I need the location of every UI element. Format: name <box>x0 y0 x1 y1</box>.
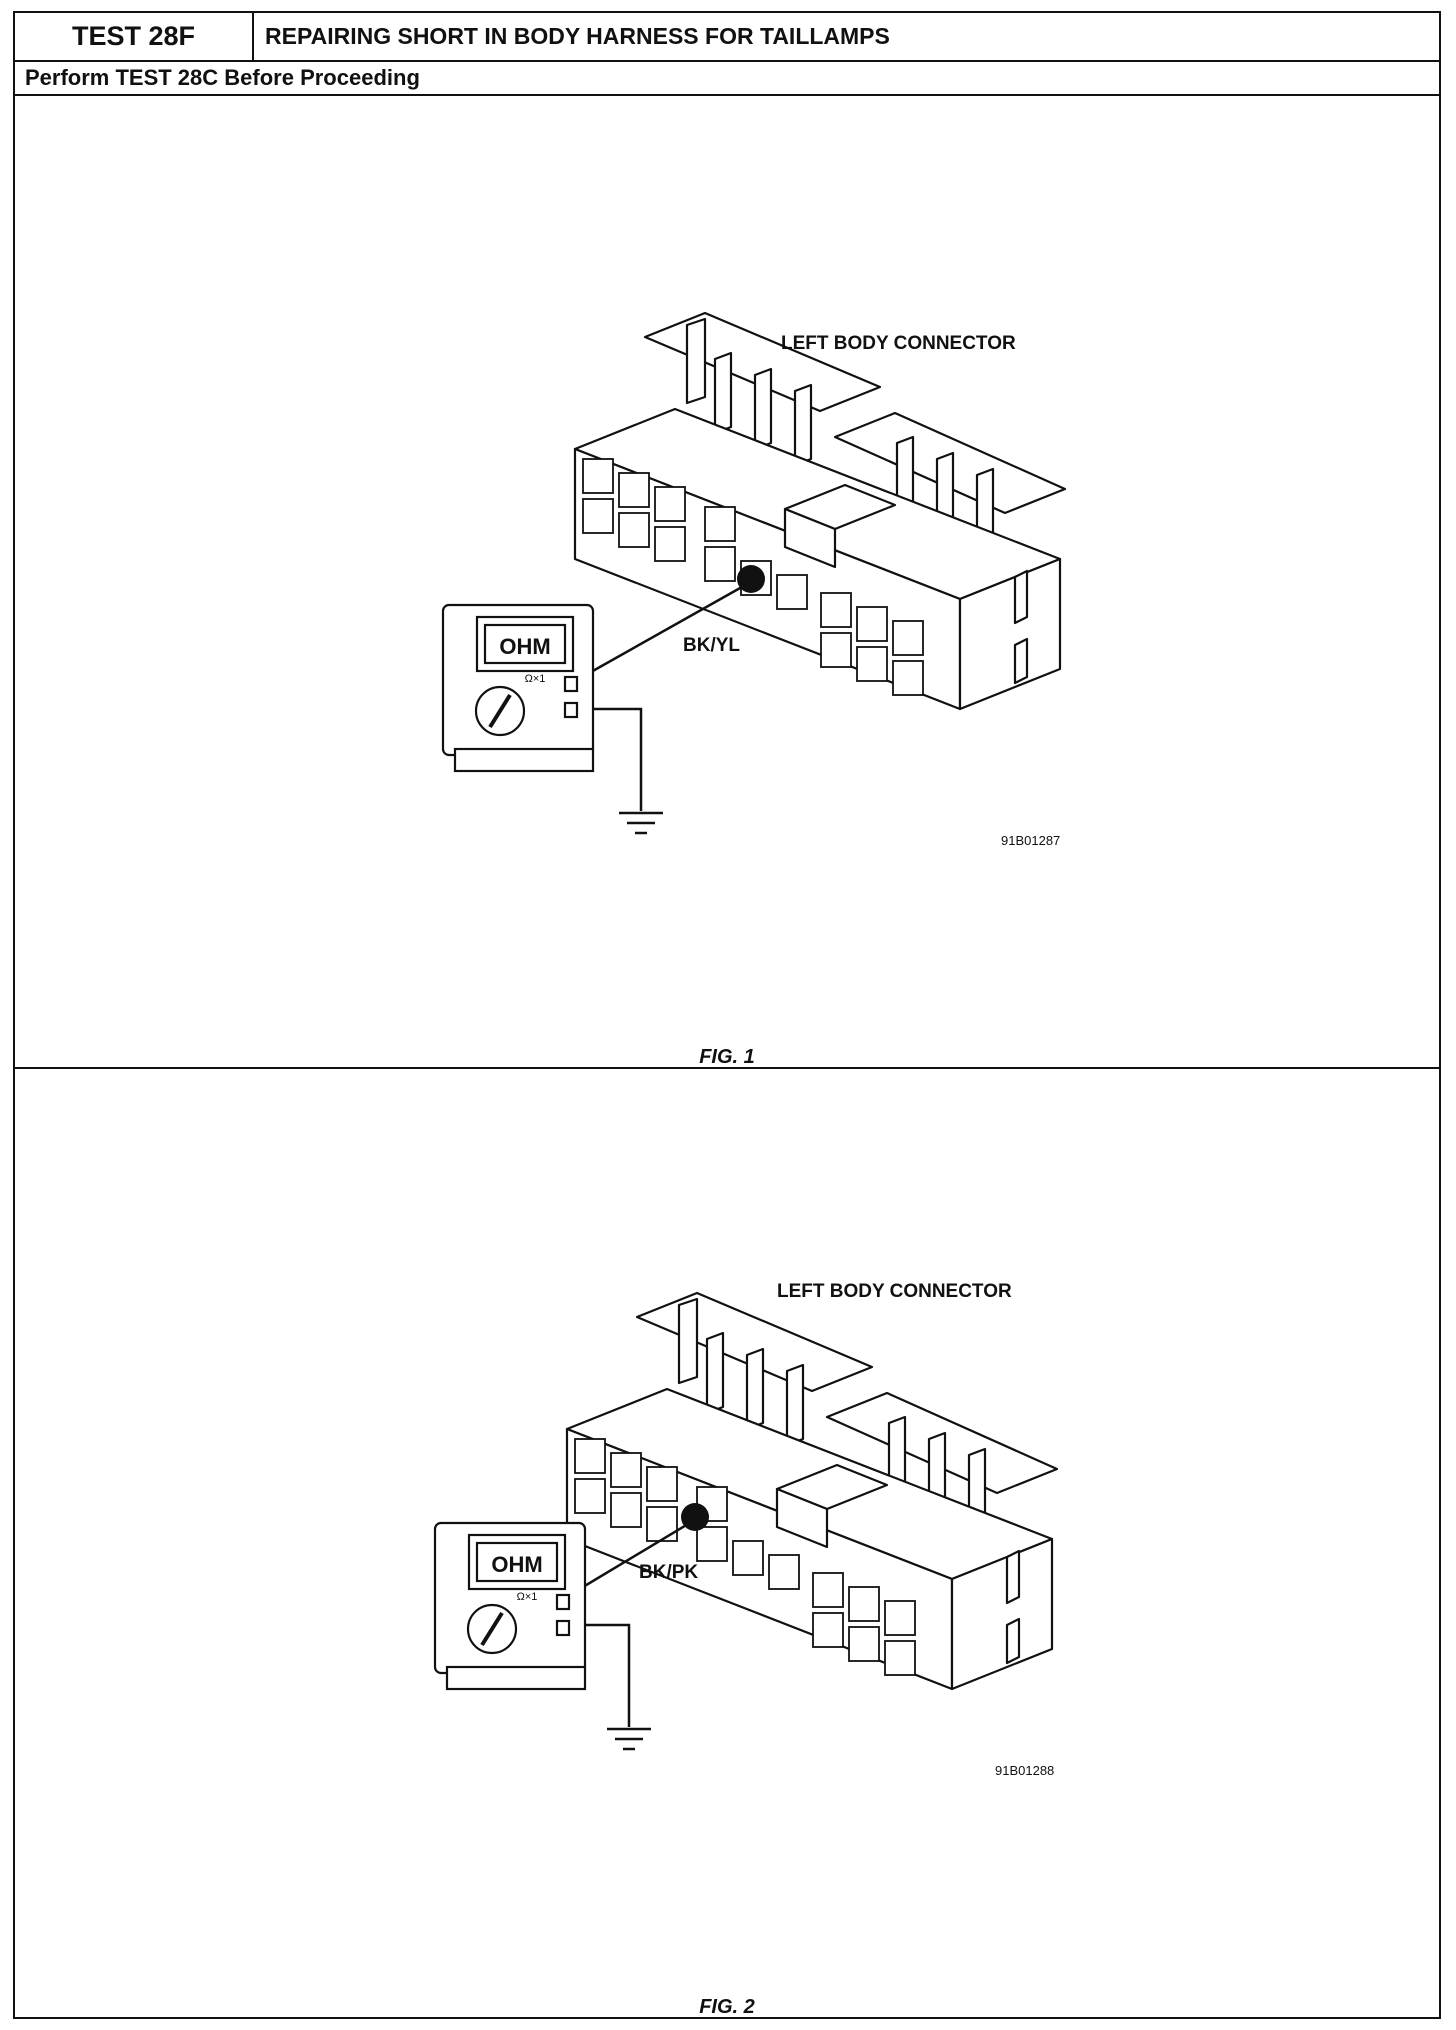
figure-ref-code: 91B01287 <box>1001 833 1060 848</box>
ground-lead <box>575 707 643 811</box>
prerequisite-note: Perform TEST 28C Before Proceeding <box>25 65 420 90</box>
ground-symbol-icon <box>619 811 663 835</box>
figure-caption: FIG. 2 <box>699 1996 755 2017</box>
connector-cavities <box>574 1438 916 1676</box>
connector-illustration <box>565 1291 1059 1691</box>
meter-display-label: OHM <box>491 1552 542 1577</box>
ohmmeter-icon <box>441 603 595 773</box>
ohmmeter-icon <box>433 1521 587 1691</box>
header-row: TEST 28F REPAIRING SHORT IN BODY HARNESS… <box>15 13 1439 62</box>
probe-lead <box>574 581 750 683</box>
meter-range-label: Ω×1 <box>525 673 546 685</box>
figure-1: OHM Ω×1 LEFT BODY CONNECTOR BK/YL 91B012… <box>441 311 1067 1065</box>
test-title: REPAIRING SHORT IN BODY HARNESS FOR TAIL… <box>265 23 890 49</box>
test-id: TEST 28F <box>15 13 254 60</box>
connector-illustration <box>573 311 1067 711</box>
wire-color-label: BK/YL <box>683 635 740 656</box>
prerequisite-row: Perform TEST 28C Before Proceeding <box>15 62 1439 96</box>
connector-cavities <box>582 458 924 696</box>
ground-symbol-icon <box>607 1727 651 1751</box>
figure-ref-code: 91B01288 <box>995 1763 1054 1778</box>
figure-2: OHM Ω×1 LEFT BODY CONNECTOR BK/PK 91B012… <box>433 1281 1059 2017</box>
meter-display-label: OHM <box>499 634 550 659</box>
test-sheet: TEST 28F REPAIRING SHORT IN BODY HARNESS… <box>13 11 1441 2019</box>
connector-label: LEFT BODY CONNECTOR <box>781 333 1016 354</box>
figure-divider <box>15 1067 1439 1069</box>
figure-caption: FIG. 1 <box>699 1046 755 1065</box>
wire-color-label: BK/PK <box>639 1562 698 1583</box>
meter-range-label: Ω×1 <box>517 1591 538 1603</box>
connector-label: LEFT BODY CONNECTOR <box>777 1281 1012 1302</box>
